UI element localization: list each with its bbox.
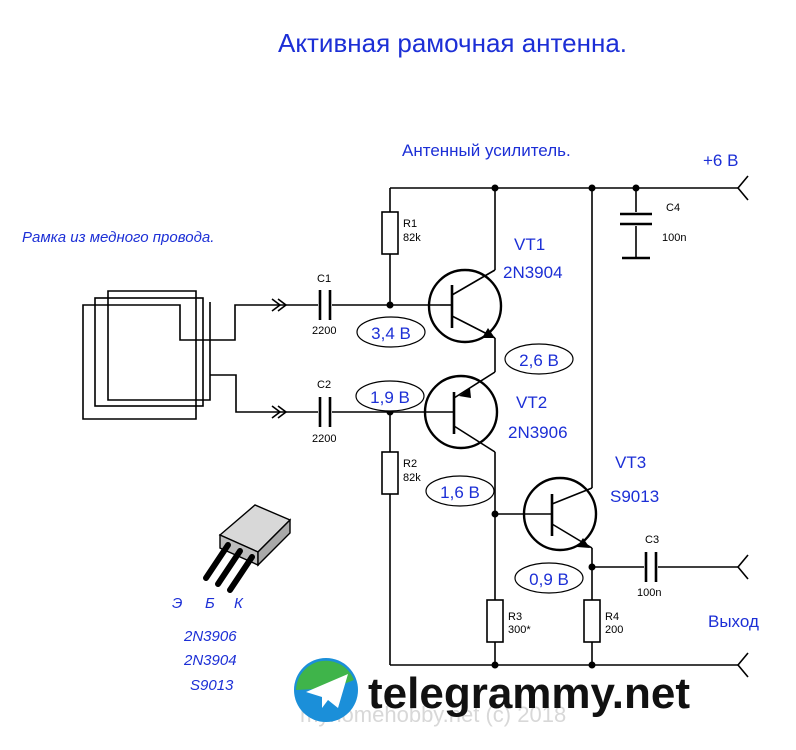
c3-value: 100n: [637, 587, 661, 599]
resistor-r4: R4 200: [583, 599, 623, 665]
vt1-ref: VT1: [514, 235, 545, 254]
pin-k: К: [234, 595, 244, 612]
voltage-1-6: 1,6 В: [425, 475, 495, 507]
r1-value: 82k: [403, 232, 421, 244]
output-label: Выход: [708, 612, 759, 631]
svg-text:3,4 В: 3,4 В: [371, 324, 411, 343]
svg-text:0,9 В: 0,9 В: [529, 570, 569, 589]
r1-ref: R1: [403, 218, 417, 230]
r4-ref: R4: [605, 611, 619, 623]
transistor-vt2: VT2 2N3906: [423, 371, 568, 600]
telegram-logo-icon: [294, 658, 358, 722]
vt2-type: 2N3906: [508, 423, 568, 442]
vt3-type: S9013: [610, 487, 659, 506]
capacitor-c3: C3 100n: [592, 534, 749, 599]
c4-value: 100n: [662, 232, 686, 244]
svg-text:1,9 В: 1,9 В: [370, 388, 410, 407]
amplifier-label: Антенный усилитель.: [402, 141, 571, 160]
capacitor-c2: C2 2200: [284, 379, 430, 445]
transistor-vt3: VT3 S9013: [491, 188, 659, 600]
r3-ref: R3: [508, 611, 522, 623]
pin-b: Б: [205, 595, 215, 612]
loop-antenna: [82, 290, 262, 420]
capacitor-c1: C1 2200: [284, 273, 440, 337]
vt3-ref: VT3: [615, 453, 646, 472]
r4-value: 200: [605, 624, 623, 636]
resistor-r1: R1 82k: [381, 188, 421, 309]
capacitor-c4: C4 100n: [620, 188, 686, 260]
supply-rail: [390, 175, 749, 201]
pin-e: Э: [172, 595, 182, 612]
pinout-type-3: S9013: [190, 677, 234, 694]
c3-ref: C3: [645, 534, 659, 546]
c2-value: 2200: [312, 433, 336, 445]
r2-ref: R2: [403, 458, 417, 470]
transistor-package-icon: [203, 504, 292, 593]
pinout-type-2: 2N3904: [183, 652, 237, 669]
c1-value: 2200: [312, 325, 336, 337]
r2-value: 82k: [403, 472, 421, 484]
vt2-ref: VT2: [516, 393, 547, 412]
pinout-type-1: 2N3906: [183, 628, 237, 645]
supply-label: +6 В: [703, 151, 738, 170]
voltage-1-9: 1,9 В: [355, 380, 425, 412]
c4-ref: C4: [666, 202, 680, 214]
r3-value: 300*: [508, 624, 531, 636]
vt1-type: 2N3904: [503, 263, 563, 282]
c1-ref: C1: [317, 273, 331, 285]
brand-watermark: telegrammy.net: [368, 669, 690, 718]
voltage-0-9: 0,9 В: [514, 562, 584, 594]
svg-text:2,6 В: 2,6 В: [519, 351, 559, 370]
resistor-r2: R2 82k: [381, 408, 421, 665]
transistor-vt1: VT1 2N3904: [427, 188, 563, 372]
input-connectors: [262, 298, 288, 419]
svg-text:1,6 В: 1,6 В: [440, 483, 480, 502]
resistor-r3: R3 300*: [486, 599, 531, 665]
loop-label: Рамка из медного провода.: [22, 229, 214, 246]
diagram-title: Активная рамочная антенна.: [278, 28, 627, 58]
voltage-2-6: 2,6 В: [504, 343, 574, 375]
voltage-3-4: 3,4 В: [356, 316, 426, 348]
ground-rail: [390, 652, 749, 678]
c2-ref: C2: [317, 379, 331, 391]
